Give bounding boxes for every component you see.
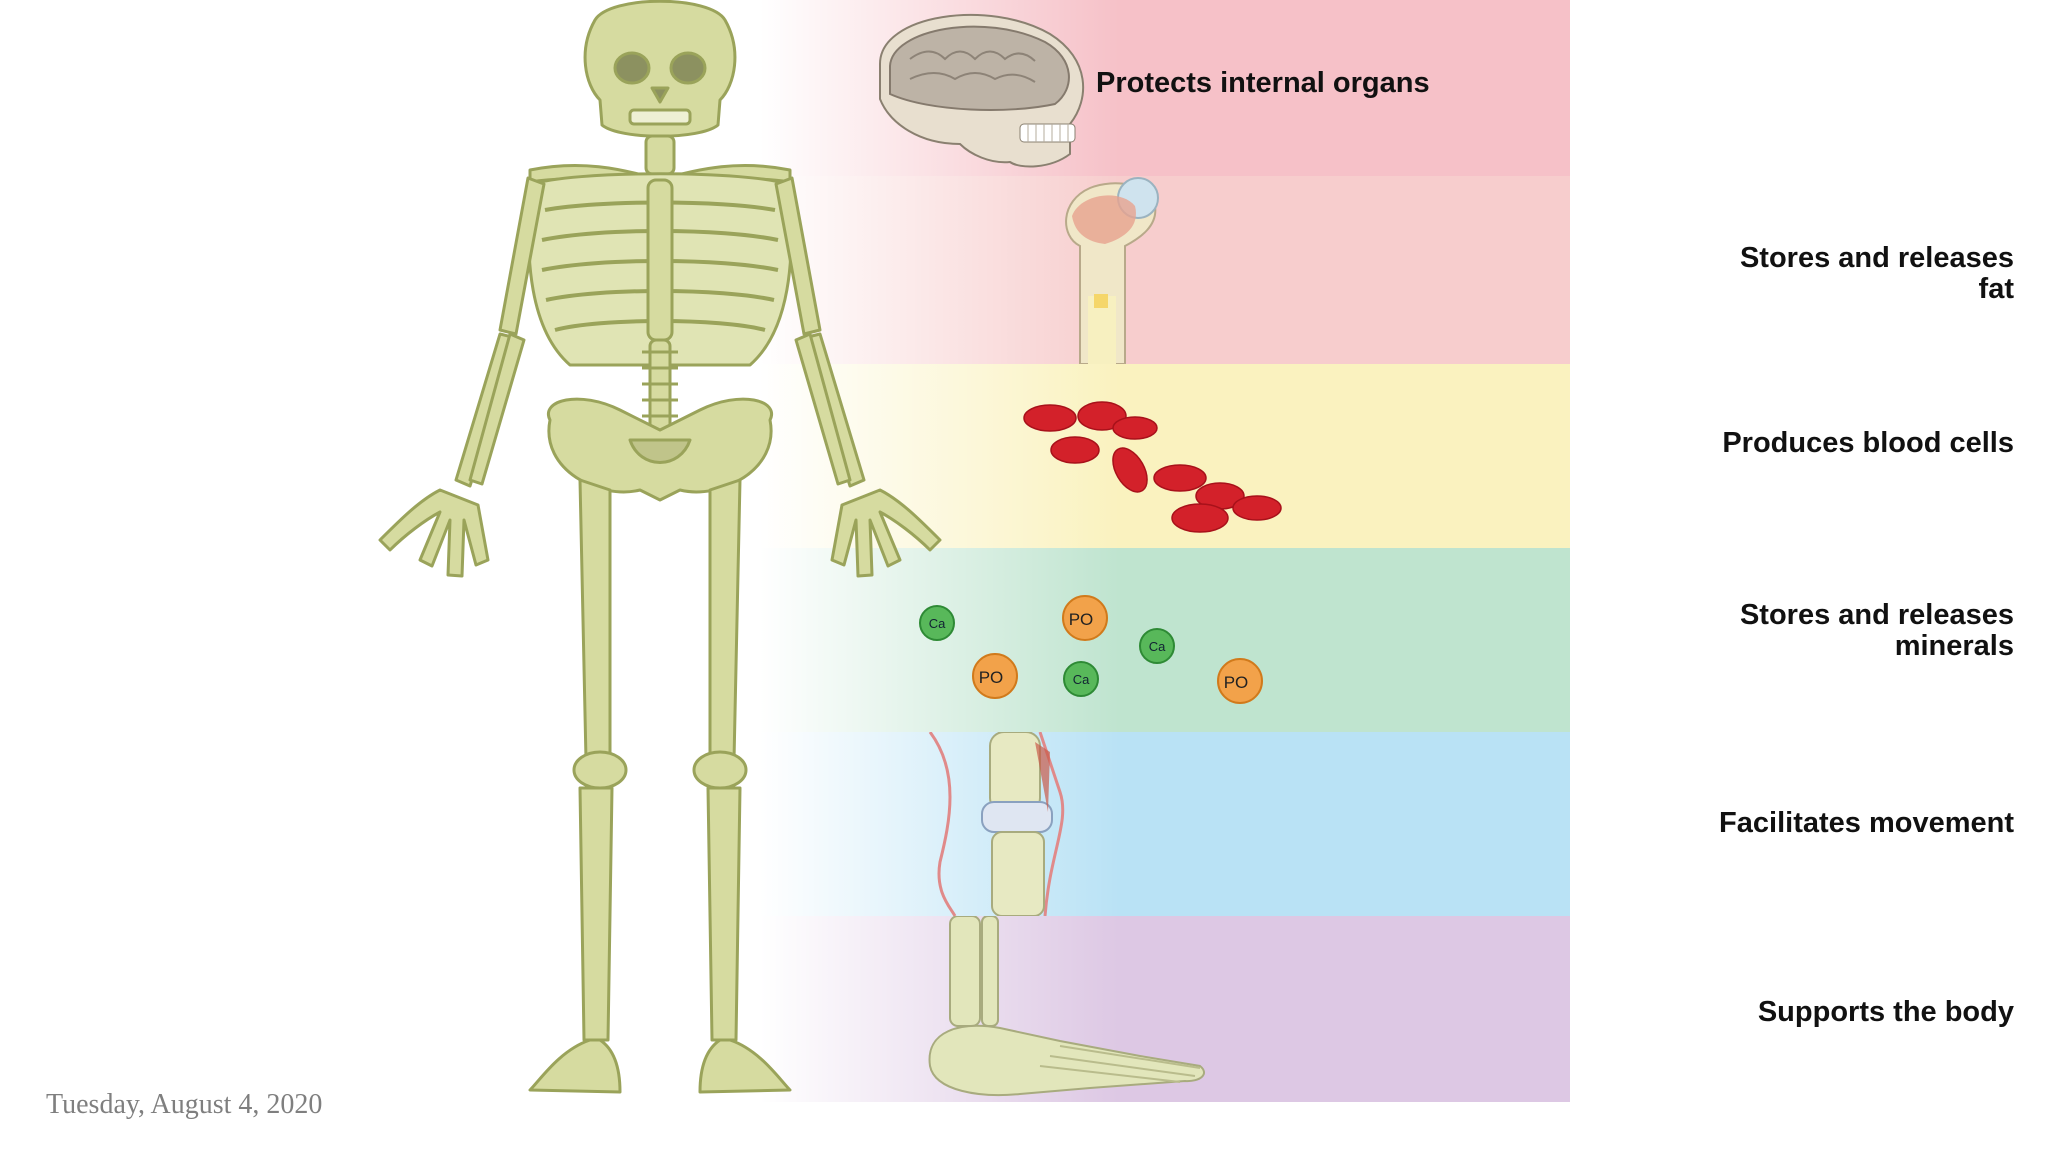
svg-text:Ca: Ca — [1073, 672, 1090, 687]
mineral-ions-icon: Ca PO Ca PO Ca PO — [919, 595, 1263, 704]
skull-brain-icon — [879, 13, 1084, 168]
svg-text:PO: PO — [1224, 673, 1249, 692]
calcium-ion-1: Ca — [919, 605, 955, 641]
phosphate-ion-2: PO — [972, 653, 1018, 699]
band-fat — [760, 176, 1570, 364]
slide-date: Tuesday, August 4, 2020 — [46, 1089, 323, 1120]
label-fat-line1: Stores and releases — [1739, 242, 2014, 274]
band-protects — [760, 0, 1570, 176]
band-support — [760, 916, 1570, 1102]
label-protects: Protects internal organs — [1096, 67, 1430, 99]
red-blood-cells-icon — [1023, 401, 1282, 533]
svg-text:PO: PO — [979, 668, 1004, 687]
label-movement: Facilitates movement — [1719, 807, 2014, 839]
svg-text:Ca: Ca — [1149, 639, 1166, 654]
foot-bones-icon — [928, 916, 1205, 1097]
band-movement — [760, 732, 1570, 916]
label-minerals-line1: Stores and releases — [1739, 599, 2014, 631]
svg-text:Ca: Ca — [929, 616, 946, 631]
calcium-ion-3: Ca — [1063, 661, 1099, 697]
label-fat-line2: fat — [1978, 273, 2014, 305]
knee-joint-icon — [928, 732, 1065, 916]
long-bone-marrow-icon — [1065, 177, 1159, 364]
human-skeleton-illustration — [378, 0, 942, 1094]
phosphate-ion-3: PO — [1217, 658, 1263, 704]
phosphate-ion-1: PO — [1062, 595, 1108, 641]
label-blood: Produces blood cells — [1722, 427, 2014, 459]
label-support: Supports the body — [1757, 996, 2014, 1028]
label-minerals-line2: minerals — [1894, 630, 2014, 662]
band-minerals: Ca PO Ca PO Ca PO — [760, 548, 1570, 732]
calcium-ion-2: Ca — [1139, 628, 1175, 664]
svg-text:PO: PO — [1069, 610, 1094, 629]
